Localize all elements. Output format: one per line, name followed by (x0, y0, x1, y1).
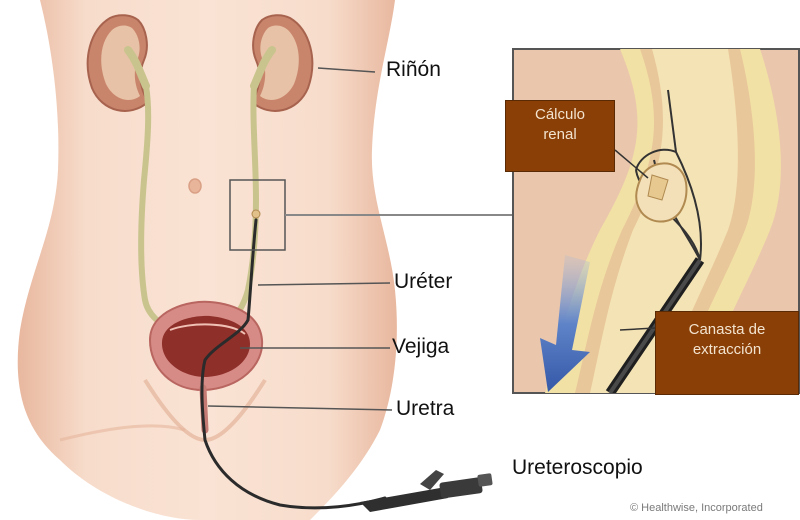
kidney-left (86, 14, 150, 112)
movement-arrow (540, 255, 590, 392)
basket-label-text: Canasta de extracción (688, 321, 766, 358)
thigh-shadow-left (59, 424, 186, 442)
torso (17, 0, 397, 520)
urethra-label: Uretra (396, 397, 455, 420)
kidney-stone-label: Cálculo renal (505, 100, 615, 172)
kidney-right (250, 14, 314, 112)
kidney-stone-label-text: Cálculo renal (534, 106, 586, 143)
urethra-leader (207, 405, 393, 411)
scope-cable (200, 218, 387, 510)
kidney-label: Riñón (386, 58, 441, 81)
copyright-credit: © Healthwise, Incorporated (630, 502, 763, 514)
ureter-left (138, 83, 178, 333)
inset-panel (512, 48, 800, 394)
bladder-label: Vejiga (392, 335, 450, 358)
kidney-leader (317, 67, 376, 73)
ureteroscope-label: Ureteroscopio (512, 456, 643, 479)
navel (188, 178, 202, 194)
basket-leader (619, 327, 656, 331)
stone-leader (614, 149, 649, 179)
ureter-label: Uréter (394, 270, 453, 293)
ureter-leader (257, 282, 391, 286)
ureteroscope-handle (360, 470, 493, 512)
basket-label: Canasta de extracción (655, 311, 799, 395)
bladder (148, 300, 264, 392)
kidney-stone-small (251, 209, 261, 219)
